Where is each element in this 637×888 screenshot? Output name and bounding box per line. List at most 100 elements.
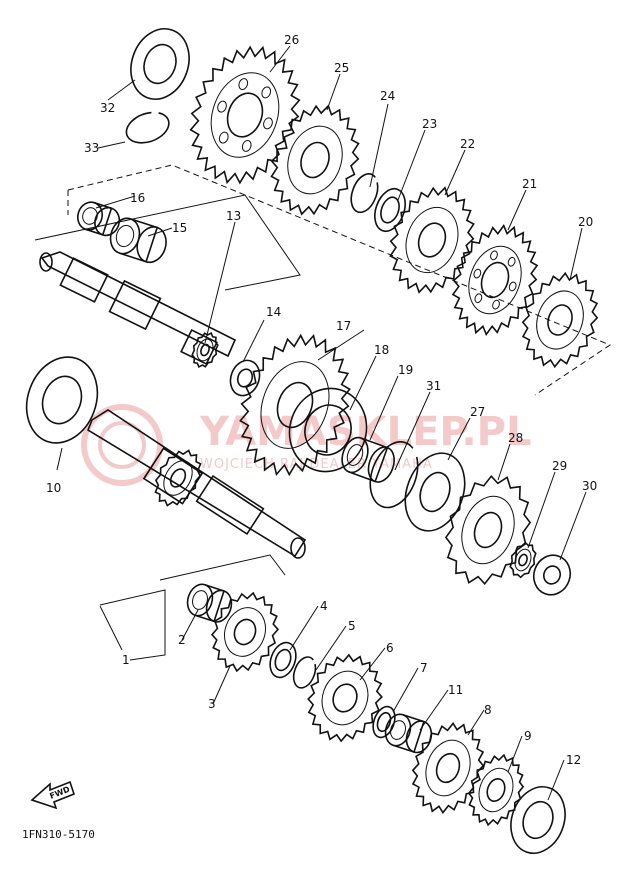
leader-line-19 bbox=[497, 443, 511, 481]
callout-7: 7 bbox=[420, 661, 428, 675]
callout-15: 15 bbox=[172, 221, 187, 235]
leader-line-2 bbox=[97, 141, 126, 149]
parts-layer bbox=[25, 28, 599, 854]
callout-6: 6 bbox=[386, 641, 394, 655]
gear-8 bbox=[411, 721, 485, 815]
diagram-code: 1FN310-5170 bbox=[22, 828, 95, 841]
gear-21 bbox=[451, 223, 539, 337]
callout-5: 5 bbox=[348, 619, 356, 633]
callout-22: 22 bbox=[460, 137, 475, 151]
gear-26 bbox=[189, 45, 301, 185]
callout-18: 18 bbox=[374, 343, 389, 357]
callout-32: 32 bbox=[100, 101, 115, 115]
pinion-1 bbox=[154, 449, 202, 507]
gear-20 bbox=[521, 271, 599, 369]
leader-line-11 bbox=[444, 149, 466, 196]
callout-9: 9 bbox=[524, 729, 532, 743]
callout-14: 14 bbox=[266, 305, 281, 319]
callout-21: 21 bbox=[522, 177, 537, 191]
leader-line-16 bbox=[369, 375, 399, 441]
gear-14-spline bbox=[191, 331, 219, 369]
leader-line-20 bbox=[527, 471, 556, 549]
bearing-18 bbox=[288, 387, 368, 473]
collar-2 bbox=[186, 583, 233, 623]
callout-labels: 1234567891011121314151617181920212223242… bbox=[46, 33, 597, 767]
callout-29: 29 bbox=[552, 459, 567, 473]
callout-31: 31 bbox=[426, 379, 441, 393]
leader-line-18 bbox=[447, 417, 471, 461]
leader-line-31 bbox=[467, 709, 485, 736]
collar-16 bbox=[76, 201, 121, 237]
gear-3 bbox=[210, 591, 280, 673]
leader-line-25 bbox=[212, 665, 231, 705]
sprocket-28 bbox=[444, 474, 532, 586]
nut-30 bbox=[532, 554, 572, 596]
fwd-label: FWD bbox=[48, 785, 71, 801]
leader-line-29 bbox=[392, 667, 419, 713]
leader-line-33 bbox=[547, 759, 565, 801]
callout-30: 30 bbox=[582, 479, 597, 493]
callout-23: 23 bbox=[422, 117, 437, 131]
circlip-24 bbox=[350, 173, 379, 214]
callout-8: 8 bbox=[484, 703, 492, 717]
callout-4: 4 bbox=[320, 599, 328, 613]
bearing-10 bbox=[25, 356, 99, 444]
callout-17: 17 bbox=[336, 319, 351, 333]
leader-line-32 bbox=[507, 735, 523, 773]
leader-line-6 bbox=[242, 319, 265, 363]
leader-line-22 bbox=[56, 447, 63, 471]
washer-4 bbox=[269, 641, 297, 679]
fwd-arrow-icon: FWD bbox=[30, 780, 75, 810]
callout-16: 16 bbox=[130, 191, 145, 205]
callout-13: 13 bbox=[226, 209, 241, 223]
gear-9 bbox=[467, 753, 525, 827]
leader-line-23 bbox=[99, 605, 123, 651]
callout-3: 3 bbox=[208, 697, 216, 711]
leader-line-13 bbox=[569, 227, 583, 281]
callout-25: 25 bbox=[334, 61, 349, 75]
callout-26: 26 bbox=[284, 33, 299, 47]
leader-line-8 bbox=[326, 73, 341, 111]
bearing-32 bbox=[130, 28, 190, 100]
circlip-31 bbox=[369, 441, 419, 509]
leader-line-21 bbox=[559, 491, 587, 561]
circlip-33 bbox=[125, 111, 170, 144]
leader-line-4 bbox=[147, 227, 173, 237]
leader-line-10 bbox=[397, 129, 426, 201]
leader-line-27 bbox=[315, 625, 347, 671]
callout-11: 11 bbox=[448, 683, 463, 697]
gear-6 bbox=[307, 653, 383, 743]
callout-10: 10 bbox=[46, 481, 61, 495]
leader-line-24 bbox=[181, 609, 199, 641]
leader-line-12 bbox=[507, 189, 527, 231]
leader-line-5 bbox=[204, 221, 236, 344]
bearing-12 bbox=[510, 786, 566, 854]
callout-20: 20 bbox=[578, 215, 593, 229]
gear-25 bbox=[270, 104, 360, 216]
lockwasher-29 bbox=[509, 541, 537, 579]
gear-17 bbox=[239, 333, 351, 477]
gear-22 bbox=[389, 186, 475, 294]
collar-14 bbox=[229, 359, 261, 397]
callout-33: 33 bbox=[84, 141, 99, 155]
callout-19: 19 bbox=[398, 363, 413, 377]
leader-line-17 bbox=[394, 391, 431, 471]
oil-seal-27 bbox=[404, 452, 466, 532]
callout-12: 12 bbox=[566, 753, 581, 767]
leader-lines bbox=[56, 45, 587, 801]
washer-7 bbox=[372, 705, 396, 739]
callout-27: 27 bbox=[470, 405, 485, 419]
leader-line-26 bbox=[289, 605, 319, 651]
leader-line-15 bbox=[349, 355, 377, 411]
drive-axle bbox=[39, 251, 237, 365]
circlip-5 bbox=[292, 656, 317, 689]
collar-15 bbox=[109, 217, 167, 264]
leader-line-1 bbox=[107, 79, 136, 101]
leader-line-7 bbox=[269, 45, 291, 73]
washer-23 bbox=[374, 187, 406, 233]
leader-line-9 bbox=[369, 103, 389, 188]
callout-2: 2 bbox=[178, 633, 186, 647]
leader-line-3 bbox=[95, 195, 136, 209]
leader-line-14 bbox=[317, 329, 365, 361]
